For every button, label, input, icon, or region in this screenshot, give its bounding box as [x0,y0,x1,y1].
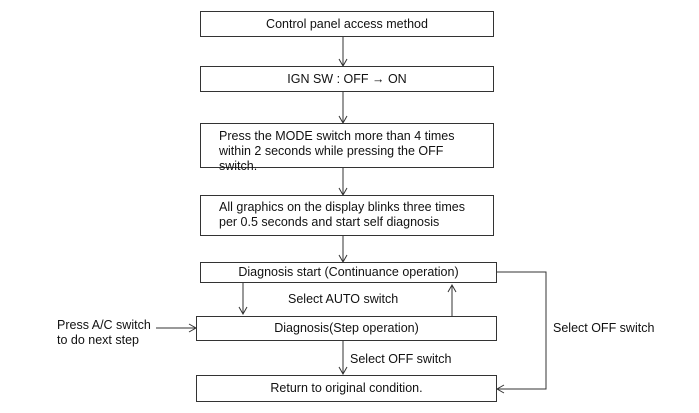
box-return-original: Return to original condition. [196,375,497,402]
box-diagnosis-start: Diagnosis start (Continuance operation) [200,262,497,283]
box-access-method: Control panel access method [200,11,494,37]
box-access-method-text: Control panel access method [266,16,428,31]
label-select-off-right: Select OFF switch [553,321,655,335]
box-ign-sw: IGN SW : OFF → ON [200,66,494,92]
box-graphics-blink-text: All graphics on the display blinks three… [219,200,465,229]
box-diagnosis-start-text: Diagnosis start (Continuance operation) [238,265,459,279]
box-ign-sw-text: IGN SW : OFF → ON [287,71,407,86]
label-select-off-bottom: Select OFF switch [350,352,452,366]
box-diagnosis-step-text: Diagnosis(Step operation) [274,321,419,335]
box-diagnosis-step: Diagnosis(Step operation) [196,316,497,341]
label-press-ac: Press A/C switch to do next step [57,318,151,347]
box-press-mode: Press the MODE switch more than 4 times … [200,123,494,173]
label-select-auto: Select AUTO switch [288,292,399,306]
box-graphics-blink: All graphics on the display blinks three… [200,195,494,236]
arrow-start-to-return-loop [495,271,547,394]
box-return-original-text: Return to original condition. [270,381,423,395]
box-press-mode-text: Press the MODE switch more than 4 times … [219,129,455,173]
